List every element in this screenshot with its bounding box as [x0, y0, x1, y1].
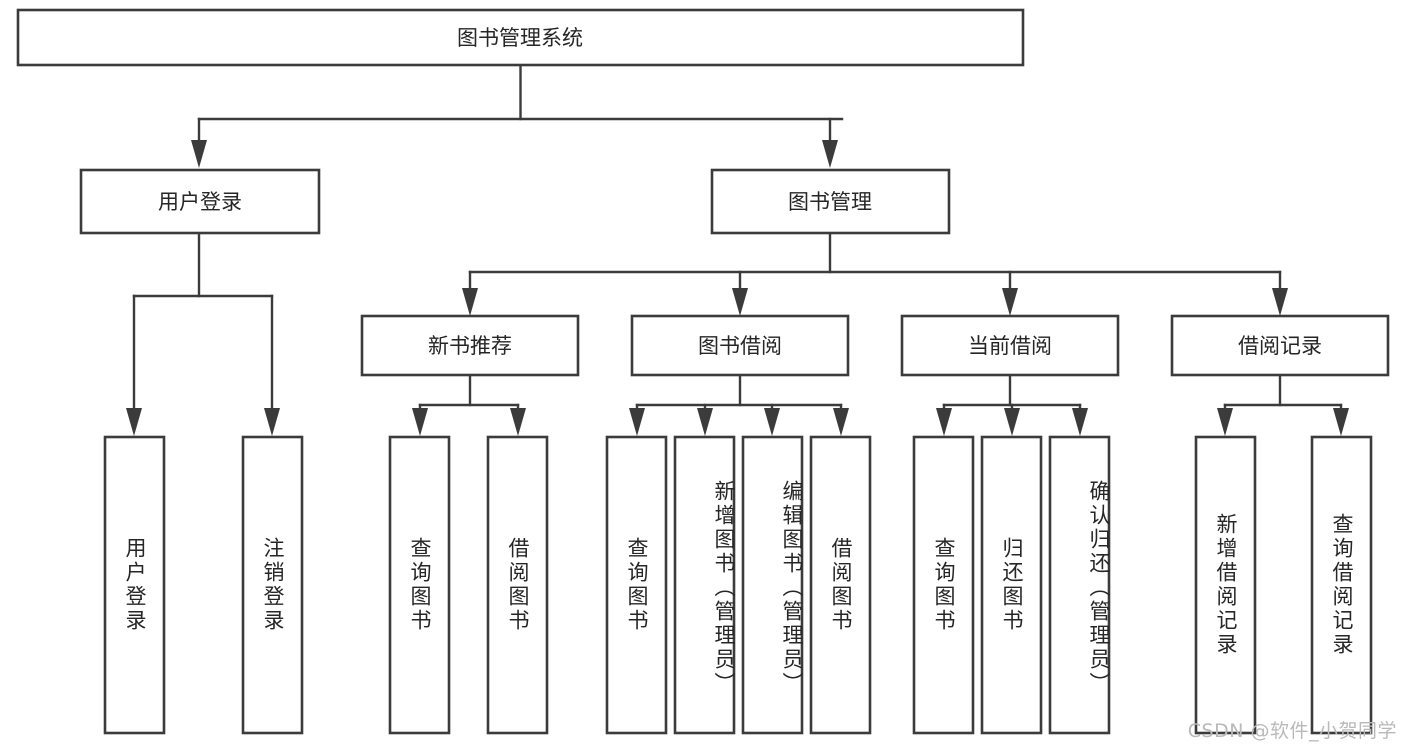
- label-leaf-add-borrow-record: 新增借阅记录: [1214, 513, 1238, 657]
- label-leaf-user-login: 用户登录: [123, 537, 147, 633]
- arrowhead-current-borrow: [1002, 288, 1018, 316]
- arrowhead-book-borrow: [732, 288, 748, 316]
- node-root-system[interactable]: [16, 8, 1025, 67]
- arrowhead-bb-leaf3: [764, 408, 780, 436]
- connector-group-book-borrow: [629, 373, 849, 436]
- label-book-management: 图书管理: [788, 190, 872, 214]
- arrowhead-leaf-user-login: [126, 408, 142, 436]
- node-leaf-borrow-book-nbr[interactable]: [486, 435, 549, 735]
- label-leaf-borrow-book-bb: 借阅图书: [829, 537, 853, 633]
- arrowhead-cb-leaf1: [936, 408, 952, 436]
- label-leaf-borrow-book-nbr: 借阅图书: [506, 537, 530, 633]
- arrowhead-leaf-logout: [264, 408, 280, 436]
- arrowhead-br-leaf1: [1217, 408, 1233, 436]
- label-root-system: 图书管理系统: [457, 26, 583, 50]
- node-current-borrow[interactable]: [900, 314, 1120, 377]
- node-leaf-borrow-book-bb[interactable]: [809, 435, 872, 735]
- node-borrow-record[interactable]: [1170, 314, 1390, 377]
- label-leaf-query-borrow-record: 查询借阅记录: [1330, 513, 1354, 657]
- connector-group-borrow-record: [1217, 373, 1349, 436]
- node-leaf-query-book-nbr[interactable]: [388, 435, 451, 735]
- label-user-login: 用户登录: [158, 190, 242, 214]
- arrowhead-nbr-leaf2: [510, 408, 526, 436]
- node-new-book-recommend[interactable]: [360, 314, 580, 377]
- label-book-borrow: 图书借阅: [698, 334, 782, 358]
- arrowhead-new-book-recommend: [462, 288, 478, 316]
- node-book-management[interactable]: [710, 168, 951, 235]
- arrowhead-cb-leaf2: [1004, 408, 1020, 436]
- arrowhead-nbr-leaf1: [412, 408, 428, 436]
- label-leaf-add-book-admin: 新增图书（管理员）: [712, 480, 736, 696]
- arrowhead-book-management: [822, 140, 838, 168]
- node-leaf-edit-book-admin[interactable]: [741, 435, 804, 735]
- arrowhead-bb-leaf2: [697, 408, 713, 436]
- label-leaf-confirm-return-admin: 确认归还（管理员）: [1087, 480, 1111, 696]
- label-new-book-recommend: 新书推荐: [428, 334, 512, 358]
- node-leaf-query-book-cb[interactable]: [912, 435, 975, 735]
- node-leaf-query-book-bb[interactable]: [605, 435, 668, 735]
- label-leaf-query-book-nbr: 查询图书: [408, 537, 432, 633]
- arrowhead-cb-leaf3: [1072, 408, 1088, 436]
- label-current-borrow: 当前借阅: [968, 334, 1052, 358]
- node-leaf-add-borrow-record[interactable]: [1194, 435, 1257, 735]
- node-leaf-add-book-admin[interactable]: [673, 435, 736, 735]
- arrowhead-bb-leaf1: [629, 408, 645, 436]
- node-leaf-user-login[interactable]: [103, 435, 166, 735]
- label-leaf-query-book-bb: 查询图书: [625, 537, 649, 633]
- node-leaf-query-borrow-record[interactable]: [1310, 435, 1373, 735]
- node-leaf-return-book[interactable]: [980, 435, 1043, 735]
- label-leaf-logout: 注销登录: [261, 537, 285, 633]
- arrowhead-user-login: [191, 140, 207, 168]
- connector-group-book-management: [462, 231, 1288, 316]
- label-leaf-query-book-cb: 查询图书: [932, 537, 956, 633]
- node-leaf-logout[interactable]: [241, 435, 304, 735]
- connector-group-new-book-recommend: [412, 373, 526, 436]
- node-leaf-confirm-return-admin[interactable]: [1048, 435, 1111, 735]
- arrowhead-br-leaf2: [1333, 408, 1349, 436]
- connector-group-current-borrow: [936, 373, 1088, 436]
- node-user-login[interactable]: [79, 168, 321, 235]
- connector-group-root: [191, 63, 844, 168]
- connector-group-user-login: [126, 231, 280, 436]
- arrowhead-borrow-record: [1272, 288, 1288, 316]
- label-leaf-return-book: 归还图书: [1000, 537, 1024, 633]
- node-book-borrow[interactable]: [630, 314, 850, 377]
- csdn-watermark: CSDN @软件_小贺同学: [1187, 720, 1397, 742]
- label-leaf-edit-book-admin: 编辑图书（管理员）: [780, 480, 804, 696]
- label-borrow-record: 借阅记录: [1238, 334, 1322, 358]
- arrowhead-bb-leaf4: [833, 408, 849, 436]
